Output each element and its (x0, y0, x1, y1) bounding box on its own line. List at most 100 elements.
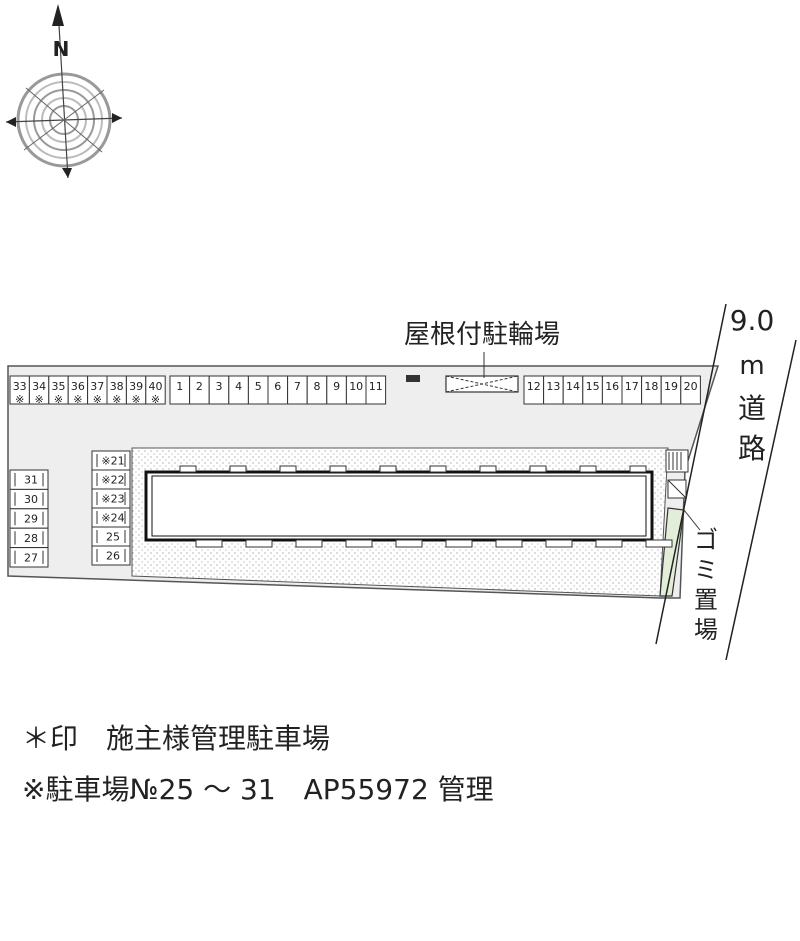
balcony-top (579, 465, 597, 473)
parking-number: 35 (52, 380, 66, 393)
parking-mark: ※ (73, 393, 82, 406)
road-label-char: 道 (738, 392, 766, 425)
balcony-bottom (595, 539, 623, 548)
parking-number: 17 (625, 380, 639, 393)
road-label-char: 路 (738, 432, 766, 465)
road-label: 道路 (738, 392, 766, 465)
building (144, 470, 654, 542)
legend-owner-managed: ＊印 施主様管理駐車場 (22, 722, 331, 755)
north-label: N (53, 37, 70, 61)
legend-ap-managed: ※駐車場№25 ～ 31 AP55972 管理 (22, 773, 494, 806)
parking-space: 13 (543, 375, 564, 405)
parking-space: 17 (621, 375, 643, 405)
parking-mark: ※ (54, 393, 63, 406)
road: 9.0 m 道路 (655, 303, 797, 661)
parking-number: 9 (333, 380, 340, 393)
bicycle-parking-label: 屋根付駐輪場 (404, 320, 560, 350)
parking-number: 34 (32, 380, 46, 393)
road-unit-label: m (739, 351, 764, 381)
balcony-top (279, 465, 297, 473)
balcony-top (479, 465, 497, 473)
parking-space: 19 (660, 375, 682, 405)
parking-inner-column: ※21 ※22 ※23 ※24 25 26 (91, 450, 131, 566)
parking-space: 11 (365, 375, 387, 405)
parking-mark: ※ (131, 393, 140, 406)
balcony-bottom (545, 539, 573, 548)
parking-number: 33 (13, 380, 27, 393)
balcony-top (529, 465, 547, 473)
parking-space: 6 (267, 375, 289, 405)
parking-number: 25 (106, 531, 120, 544)
parking-number: 27 (24, 551, 38, 564)
road-width-label: 9.0 (730, 304, 775, 337)
balcony-top (429, 465, 447, 473)
parking-space: 16 (601, 375, 623, 405)
parking-mark: ※ (112, 393, 121, 406)
parking-mark: ※ (93, 393, 102, 406)
parking-number: 7 (294, 380, 301, 393)
parking-space: 39※ (125, 375, 147, 406)
parking-space: 20 (680, 375, 701, 405)
parking-space: 34※ (28, 375, 50, 406)
balcony-top (379, 465, 397, 473)
parking-number: 4 (235, 380, 242, 393)
parking-space: ※24 (91, 507, 131, 528)
parking-number: 28 (24, 532, 38, 545)
parking-space: 35※ (48, 375, 69, 406)
garbage-label-char: 置 (694, 586, 718, 614)
parking-space: 1 (169, 375, 191, 405)
parking-space: 4 (228, 375, 249, 405)
parking-number: 10 (349, 380, 363, 393)
parking-mark: ※ (34, 393, 43, 406)
parking-number: 26 (106, 550, 120, 563)
compass-icon: N (5, 4, 123, 179)
parking-number: 11 (369, 380, 383, 393)
parking-space: ※22 (91, 469, 131, 490)
parking-mark: ※ (15, 393, 24, 406)
parking-space: 29 (9, 508, 49, 529)
parking-space: 15 (582, 375, 603, 405)
parking-space: 33※ (9, 375, 30, 406)
parking-number: 5 (255, 380, 262, 393)
parking-space: 25 (91, 526, 131, 547)
parking-space: 5 (247, 375, 269, 405)
parking-number: 18 (644, 380, 658, 393)
parking-space: 12 (523, 375, 545, 405)
parking-number: 20 (684, 380, 698, 393)
parking-number: 16 (605, 380, 619, 393)
parking-space: 8 (306, 375, 328, 405)
parking-number: ※22 (101, 474, 124, 487)
parking-number: 8 (314, 380, 321, 393)
parking-space: 7 (287, 375, 308, 405)
balcony-bottom (245, 539, 273, 548)
parking-number: 38 (110, 380, 124, 393)
parking-space: ※23 (91, 488, 131, 509)
parking-number: 19 (664, 380, 678, 393)
parking-space: 27 (9, 547, 49, 568)
parking-number: ※23 (101, 493, 124, 506)
parking-number: 13 (546, 380, 560, 393)
garbage-label-char: ゴ (694, 526, 718, 554)
garbage-label-char: 場 (694, 616, 718, 644)
parking-number: 6 (274, 380, 281, 393)
balcony-top (329, 465, 347, 473)
balcony-top (629, 465, 647, 473)
balcony-bottom (445, 539, 473, 548)
parking-space: 31 (9, 469, 49, 490)
parking-mark: ※ (151, 393, 160, 406)
parking-number: 29 (24, 513, 38, 526)
parking-number: 31 (24, 474, 38, 487)
parking-space: 38※ (106, 375, 127, 406)
parking-space: 10 (345, 375, 367, 405)
parking-number: 1 (176, 380, 183, 393)
parking-space: 2 (189, 375, 210, 405)
parking-space: 26 (91, 545, 131, 566)
parking-space: ※21 (91, 450, 131, 471)
parking-number: 3 (216, 380, 223, 393)
parking-number: ※24 (101, 512, 124, 525)
parking-number: 12 (527, 380, 541, 393)
